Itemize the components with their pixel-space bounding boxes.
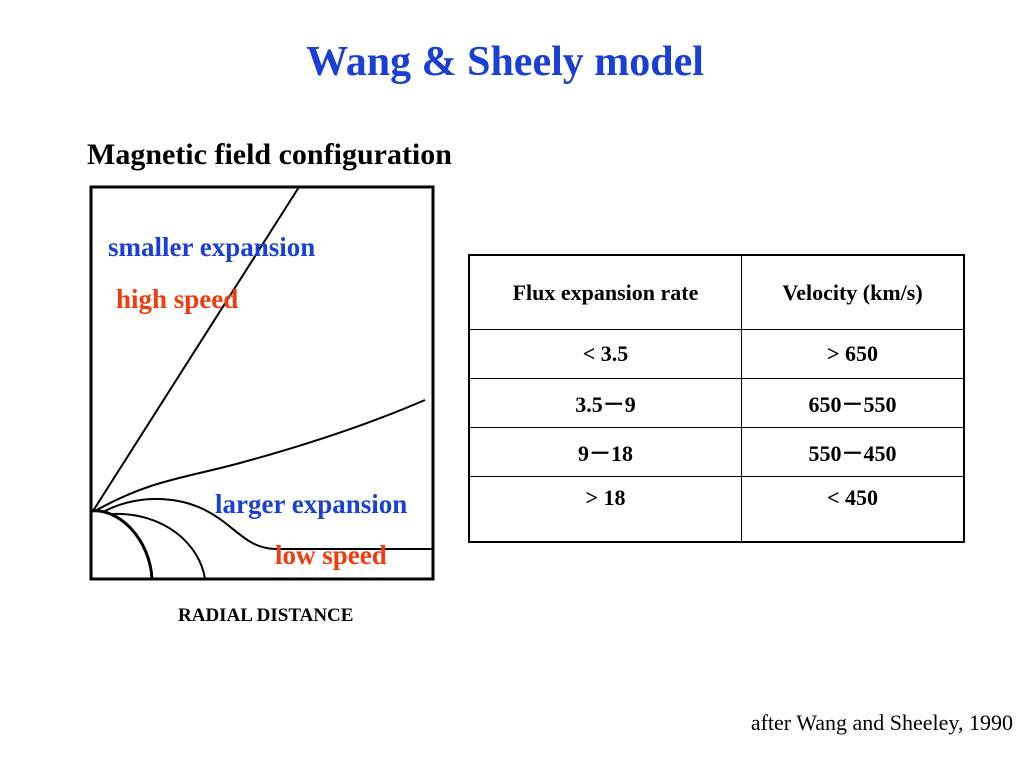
cell-flux-rate: 9－18 xyxy=(468,427,742,477)
cell-velocity: 550－450 xyxy=(741,427,965,477)
section-subtitle: Magnetic field configuration xyxy=(87,138,452,171)
cell-velocity: > 650 xyxy=(741,329,965,379)
diagram-frame xyxy=(89,185,435,581)
table-row: 9－18 550－450 xyxy=(468,427,965,477)
slide-title: Wang & Sheely model xyxy=(306,39,704,85)
open-field-line-expanding xyxy=(102,498,432,550)
table-row: > 18 < 450 xyxy=(468,476,965,543)
label-high-speed: high speed xyxy=(116,284,239,314)
closed-loop-outer xyxy=(111,512,206,580)
open-field-line-steep xyxy=(92,186,300,512)
label-larger-expansion: larger expansion xyxy=(215,489,408,519)
radial-distance-label: RADIAL DISTANCE xyxy=(178,605,354,626)
cell-flux-rate: 3.5－9 xyxy=(468,378,742,428)
table-header-row: Flux expansion rate Velocity (km/s) xyxy=(468,254,965,330)
flux-velocity-table: Flux expansion rate Velocity (km/s) < 3.… xyxy=(468,254,965,543)
open-field-line-medium xyxy=(94,399,426,512)
table-row: < 3.5 > 650 xyxy=(468,329,965,379)
header-velocity: Velocity (km/s) xyxy=(741,254,965,330)
cell-velocity: < 450 xyxy=(741,476,965,543)
cell-flux-rate: < 3.5 xyxy=(468,329,742,379)
closed-loop-inner xyxy=(90,509,154,580)
citation-credit: after Wang and Sheeley, 1990 xyxy=(750,710,1013,735)
table-row: 3.5－9 650－550 xyxy=(468,378,965,428)
label-smaller-expansion: smaller expansion xyxy=(108,232,316,262)
cell-flux-rate: > 18 xyxy=(468,476,742,543)
cell-velocity: 650－550 xyxy=(741,378,965,428)
label-low-speed: low speed xyxy=(275,540,387,570)
header-flux-expansion-rate: Flux expansion rate xyxy=(468,254,742,330)
